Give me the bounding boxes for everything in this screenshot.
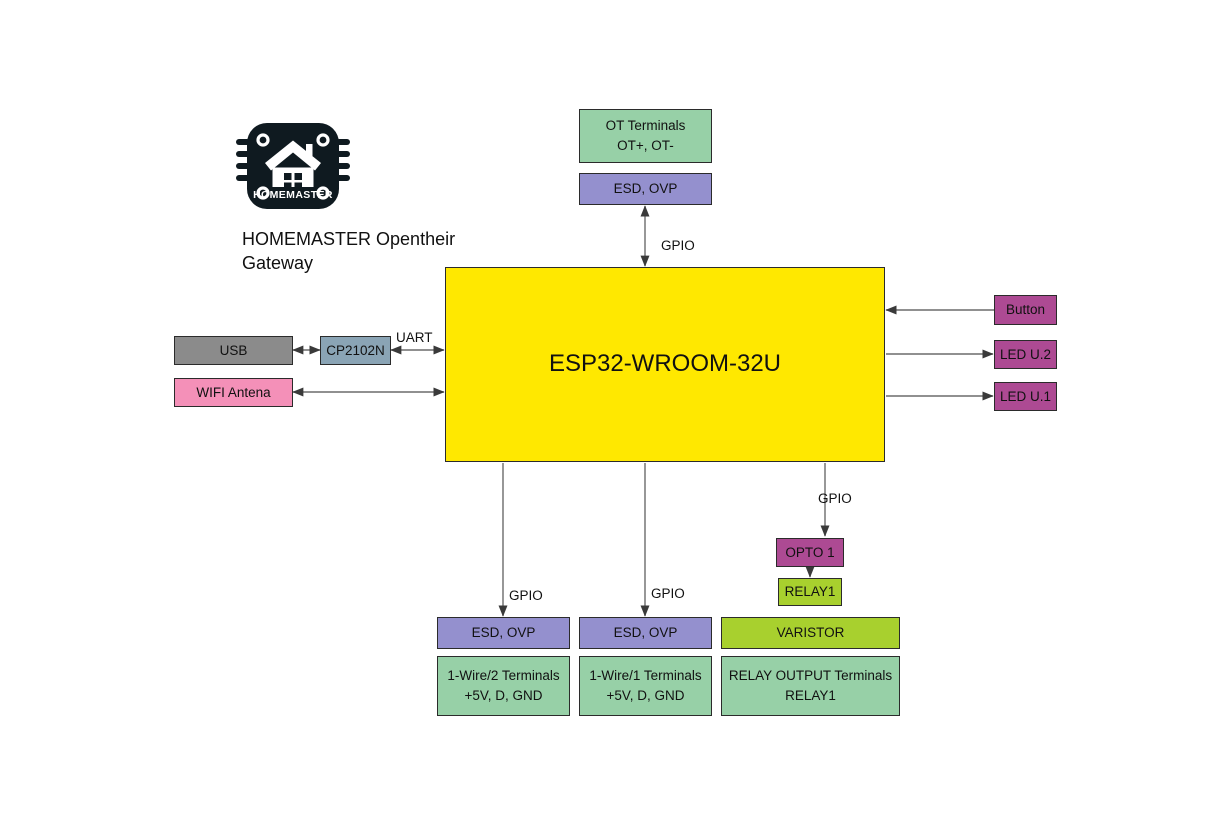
node-esd-ovp-onewire1[interactable]: ESD, OVP [579, 617, 712, 649]
onewire1-line1: 1-Wire/1 Terminals [589, 668, 702, 684]
node-opto1[interactable]: OPTO 1 [776, 538, 844, 567]
node-led-u2[interactable]: LED U.2 [994, 340, 1057, 369]
usb-label: USB [219, 342, 248, 358]
node-onewire2-terminals[interactable]: 1-Wire/2 Terminals +5V, D, GND [437, 656, 570, 716]
relay-output-line1: RELAY OUTPUT Terminals [728, 668, 893, 684]
node-varistor[interactable]: VARISTOR [721, 617, 900, 649]
node-relay1[interactable]: RELAY1 [778, 578, 842, 606]
wire-label-gpio-relay: GPIO [818, 491, 852, 506]
ot-terminals-line2: OT+, OT- [617, 138, 674, 153]
led-u2-label: LED U.2 [999, 346, 1052, 362]
chip-logo-text: HOMEMASTER [253, 189, 333, 201]
varistor-label: VARISTOR [776, 625, 845, 641]
ot-esd-label: ESD, OVP [613, 181, 678, 197]
brand-caption: HOMEMASTER Opentheir Gateway [242, 228, 502, 276]
onewire2-line2: +5V, D, GND [464, 688, 543, 703]
brand-caption-line1: HOMEMASTER [242, 229, 372, 249]
node-usb[interactable]: USB [174, 336, 293, 365]
brand-logo-block: HOMEMASTER HOMEMASTER Opentheir Gateway [232, 113, 455, 273]
brand-caption-line2: Opentheir Gateway [242, 229, 456, 273]
node-esp32-wroom-32u[interactable]: ESP32-WROOM-32U [445, 267, 885, 462]
wifi-antenna-label: WIFI Antena [196, 384, 271, 400]
node-wifi-antenna[interactable]: WIFI Antena [174, 378, 293, 407]
node-relay-output-terminals[interactable]: RELAY OUTPUT Terminals RELAY1 [721, 656, 900, 716]
relay1-label: RELAY1 [784, 584, 836, 600]
wire-label-uart: UART [396, 330, 433, 345]
ot-terminals-line1: OT Terminals [605, 118, 686, 134]
node-esd-ovp-onewire2[interactable]: ESD, OVP [437, 617, 570, 649]
wire-label-gpio-top: GPIO [661, 238, 695, 253]
wire-label-gpio-onewire2: GPIO [509, 588, 543, 603]
node-ot-esd-ovp[interactable]: ESD, OVP [579, 173, 712, 205]
wire-label-gpio-onewire1: GPIO [651, 586, 685, 601]
node-cp2102n[interactable]: CP2102N [320, 336, 391, 365]
onewire2-line1: 1-Wire/2 Terminals [447, 668, 560, 684]
led-u1-label: LED U.1 [999, 388, 1052, 404]
onewire1-line2: +5V, D, GND [606, 688, 685, 703]
node-onewire1-terminals[interactable]: 1-Wire/1 Terminals +5V, D, GND [579, 656, 712, 716]
homemaster-chip-icon: HOMEMASTER [232, 113, 354, 217]
esd-onewire1-label: ESD, OVP [613, 625, 678, 641]
node-led-u1[interactable]: LED U.1 [994, 382, 1057, 411]
node-ot-terminals[interactable]: OT Terminals OT+, OT- [579, 109, 712, 163]
relay-output-line2: RELAY1 [785, 688, 836, 703]
button-label: Button [1005, 302, 1046, 318]
node-button[interactable]: Button [994, 295, 1057, 325]
esd-onewire2-label: ESD, OVP [471, 625, 536, 641]
opto1-label: OPTO 1 [785, 544, 835, 560]
cp2102n-label: CP2102N [326, 342, 385, 358]
mcu-label: ESP32-WROOM-32U [548, 350, 782, 378]
